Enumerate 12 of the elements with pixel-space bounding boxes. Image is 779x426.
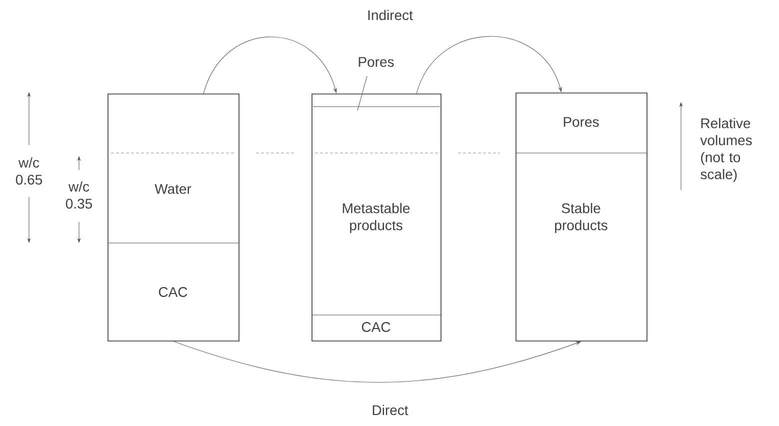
column-box: Water CAC [108, 94, 240, 342]
leader-line [357, 76, 368, 111]
curved-arrow [416, 36, 562, 94]
edge-label: Direct [370, 404, 410, 416]
annotation-text: w/c 0.65 [16, 157, 42, 185]
curved-arrow [203, 36, 337, 94]
column-box: Metastable products CAC [312, 94, 442, 342]
annotation-text: Indirect [368, 10, 413, 20]
annotation-text: w/c 0.35 [66, 181, 92, 209]
column-box: Pores Stable products [516, 92, 648, 342]
region-label: Pores [358, 57, 394, 67]
annotation-text: Relative volumes (not to scale) [700, 118, 752, 182]
